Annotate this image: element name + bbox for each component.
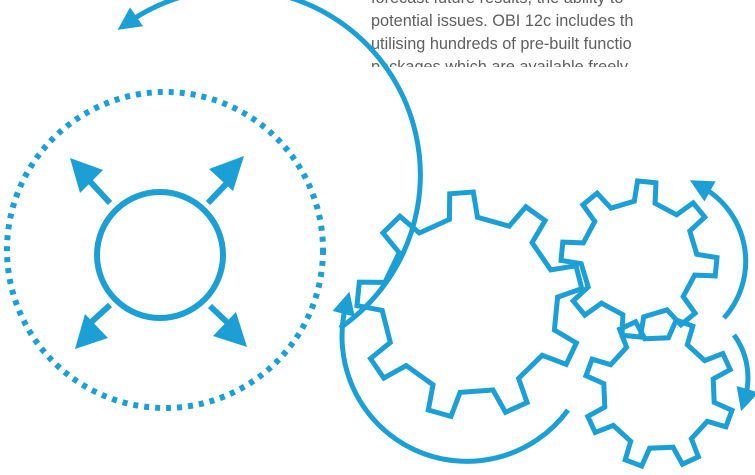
- paragraph-line-1: forecast future results, the ability to: [371, 0, 755, 10]
- expand-arrows-icon: [4, 89, 326, 411]
- rotation-arrow-top-right: [689, 180, 749, 320]
- circular-arrow-icon: [117, 0, 423, 331]
- rotation-arrow-bottom-right: [731, 333, 755, 412]
- rotation-arrow-left: [332, 291, 571, 464]
- paragraph-line-2: potential issues. OBI 12c includes th: [371, 12, 634, 30]
- arrow-up-right: [205, 156, 244, 206]
- arrow-down-left: [75, 302, 113, 349]
- description-paragraph: forecast future results, the ability to …: [371, 0, 755, 67]
- large-gear: [354, 189, 585, 420]
- arrow-down-right: [207, 303, 247, 347]
- inner-circle: [94, 189, 226, 321]
- small-gear-bottom: [582, 316, 736, 470]
- arrow-up-left: [70, 158, 113, 206]
- paragraph-line-4: packages which are available freely: [371, 58, 629, 67]
- gears-icon: [332, 178, 755, 470]
- paragraph-line-3: utilising hundreds of pre-built functio: [371, 35, 632, 53]
- small-gear-top: [558, 178, 720, 340]
- dotted-boundary-circle: [4, 89, 326, 411]
